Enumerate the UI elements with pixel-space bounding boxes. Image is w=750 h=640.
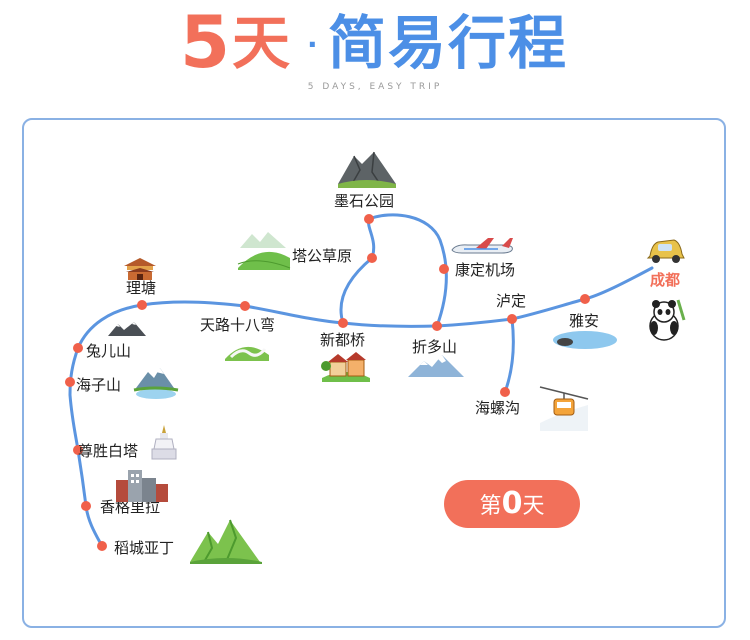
label-kangding-airport: 康定机场 xyxy=(455,261,515,279)
label-hailuogou: 海螺沟 xyxy=(475,399,520,417)
cable-car-icon xyxy=(539,386,589,431)
node-yaan[interactable] xyxy=(580,294,590,304)
route-hailuogou xyxy=(503,317,515,394)
node-hailuogou[interactable] xyxy=(500,387,510,397)
title-days-unit: 天 xyxy=(232,9,291,77)
node-daocheng[interactable] xyxy=(97,541,107,551)
title-separator: · xyxy=(307,28,318,61)
title-days-number: 5 xyxy=(180,0,231,84)
node-kangding-airport[interactable] xyxy=(439,264,449,274)
airplane-icon xyxy=(451,238,513,254)
label-haizishan: 海子山 xyxy=(76,376,121,394)
node-zunsheng[interactable] xyxy=(73,445,83,455)
day-badge[interactable]: 第0天 xyxy=(444,480,580,528)
rock-mountain-icon xyxy=(338,151,396,188)
day-badge-suffix: 天 xyxy=(522,494,545,519)
node-litang[interactable] xyxy=(137,300,147,310)
temple-icon xyxy=(124,258,156,280)
label-daocheng: 稻城亚丁 xyxy=(114,539,174,557)
day-badge-number: 0 xyxy=(501,486,523,521)
grassland-icon xyxy=(237,232,291,270)
node-tianlu18[interactable] xyxy=(240,301,250,311)
green-mountain-icon xyxy=(190,519,262,564)
node-zheduoshan[interactable] xyxy=(432,321,442,331)
label-luding: 泸定 xyxy=(496,292,526,310)
node-tuershan[interactable] xyxy=(73,343,83,353)
route-loop xyxy=(339,213,448,328)
label-tuershan: 兔儿山 xyxy=(86,342,131,360)
lake-icon xyxy=(553,331,617,349)
peaks-icon xyxy=(108,322,146,336)
stupa-icon xyxy=(151,425,177,460)
node-moshi-park[interactable] xyxy=(364,214,374,224)
day-badge-prefix: 第 xyxy=(479,494,502,519)
panda-icon xyxy=(649,299,686,341)
label-zunsheng: 尊胜白塔 xyxy=(78,442,138,460)
label-moshi-park: 墨石公园 xyxy=(334,192,394,210)
village-icon xyxy=(321,352,370,382)
route-map-card xyxy=(22,118,726,628)
node-luding[interactable] xyxy=(507,314,517,324)
page-header: 5 天 · 简易行程 5 DAYS, EASY TRIP xyxy=(0,0,750,100)
node-haizishan[interactable] xyxy=(65,377,75,387)
lake-mountain-icon xyxy=(133,368,179,399)
label-tianlu18: 天路十八弯 xyxy=(200,316,275,334)
label-tagong: 塔公草原 xyxy=(292,247,352,265)
label-xinduqiao: 新都桥 xyxy=(320,331,365,349)
snow-mountain-icon xyxy=(408,355,464,377)
label-yaan: 雅安 xyxy=(569,312,599,330)
road-hill-icon xyxy=(225,346,269,361)
node-shangrila[interactable] xyxy=(81,501,91,511)
label-chengdu: 成都 xyxy=(650,271,680,289)
city-icon xyxy=(116,470,168,502)
label-litang: 理塘 xyxy=(126,279,156,297)
label-zheduoshan: 折多山 xyxy=(412,338,457,356)
car-icon xyxy=(646,239,685,263)
route-nodes xyxy=(65,214,590,551)
title-main: 简易行程 xyxy=(328,9,569,77)
label-shangrila: 香格里拉 xyxy=(100,498,160,516)
subtitle: 5 DAYS, EASY TRIP xyxy=(307,82,443,92)
node-tagong[interactable] xyxy=(367,253,377,263)
node-xinduqiao[interactable] xyxy=(338,318,348,328)
